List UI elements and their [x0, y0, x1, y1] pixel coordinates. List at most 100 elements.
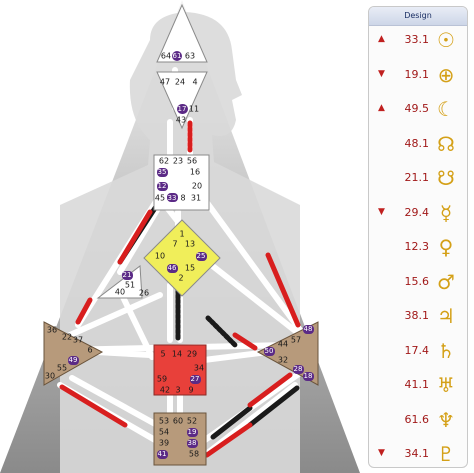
- gate-line-value: 12.3: [404, 240, 430, 253]
- gate-38: 38: [188, 439, 197, 447]
- sacral-center[interactable]: 5 14 29 34 27 59 42 3 9: [153, 344, 207, 396]
- planet-row: ▼29.4☿: [369, 199, 467, 227]
- ego-center[interactable]: 21 51 26 40: [96, 265, 149, 299]
- planet-row: 15.6♂: [369, 268, 467, 296]
- gate-48-badge: [303, 325, 314, 334]
- north-node-icon: ☊: [437, 131, 455, 156]
- gate-line-value: 61.6: [404, 412, 430, 426]
- spleen-center[interactable]: 48 57 44 50 32 28 18: [256, 321, 319, 386]
- gate-26: 26: [139, 289, 149, 298]
- gate-28: 28: [294, 365, 303, 373]
- gate-8: 8: [180, 194, 185, 203]
- gate-61-badge: [172, 51, 182, 61]
- planet-row: ▲49.5☾: [369, 95, 467, 123]
- bodygraph-diagram: 64 61 63 47 24 4 17 11 43 62 23 56 16 35…: [0, 0, 360, 473]
- gate-19: 19: [188, 428, 197, 436]
- gate-60: 60: [173, 417, 183, 426]
- gate-47: 47: [160, 78, 170, 87]
- gate-44: 44: [278, 340, 288, 349]
- gate-12: 12: [158, 182, 167, 190]
- planet-row: ▼19.1⊕: [369, 61, 467, 89]
- gate-6: 6: [87, 346, 92, 355]
- gate-46-badge: [167, 264, 178, 273]
- root-center[interactable]: 53 60 52 54 19 39 38 41 58: [153, 412, 207, 466]
- gate-38-badge: [187, 439, 198, 448]
- head-center[interactable]: 64 61 63: [156, 3, 208, 63]
- gate-33: 33: [168, 194, 177, 202]
- mercury-icon: ☿: [439, 200, 453, 225]
- gate-37: 37: [73, 336, 83, 345]
- gate-25: 25: [197, 252, 206, 260]
- gate-line-value: 41.1: [404, 378, 430, 391]
- uranus-icon: ♅: [437, 373, 455, 397]
- gate-49-badge: [68, 356, 79, 365]
- gate-41-badge: [157, 450, 168, 459]
- earth-icon: ⊕: [437, 62, 455, 87]
- jupiter-icon: ♃: [437, 304, 455, 328]
- gate-25-badge: [196, 252, 207, 261]
- gate-2: 2: [178, 274, 183, 283]
- gate-33-badge: [167, 193, 178, 202]
- gate-11: 11: [189, 105, 199, 114]
- gate-46: 46: [168, 264, 177, 272]
- gate-34: 34: [194, 364, 204, 373]
- gate-line-value: 19.1: [404, 67, 430, 81]
- gate-12-badge: [157, 182, 168, 191]
- retro-arrow: ▼: [378, 448, 385, 458]
- gate-20: 20: [192, 182, 202, 191]
- gate-30: 30: [45, 372, 55, 381]
- venus-icon: ♀: [438, 235, 454, 259]
- gate-53: 53: [159, 417, 169, 426]
- sun-icon: ☉: [437, 28, 455, 52]
- planet-row: 61.6♆: [369, 406, 467, 434]
- gate-29: 29: [187, 350, 197, 359]
- gate-59: 59: [157, 375, 167, 384]
- gate-23: 23: [173, 157, 183, 166]
- gate-24: 24: [175, 78, 185, 87]
- planet-row: ▲33.1☉: [369, 26, 467, 54]
- gate-64: 64: [161, 52, 171, 61]
- retro-arrow: ▲: [378, 103, 385, 113]
- gate-5: 5: [160, 350, 165, 359]
- gate-49: 49: [69, 356, 78, 364]
- planet-row: ▼34.1♇: [369, 440, 467, 467]
- gate-51: 51: [125, 281, 135, 290]
- throat-center[interactable]: 62 23 56 16 35 20 12 31 8 33 45: [153, 154, 210, 211]
- design-panel: Design ▲33.1☉▼19.1⊕▲49.5☾48.1☊21.1☋▼29.4…: [368, 6, 468, 468]
- gate-41: 41: [158, 450, 167, 458]
- gate-40: 40: [115, 288, 125, 297]
- gate-57: 57: [291, 336, 301, 345]
- gate-4: 4: [192, 78, 197, 87]
- gate-36: 36: [47, 326, 57, 335]
- gate-54: 54: [159, 428, 169, 437]
- planet-row: 12.3 ♀: [369, 233, 467, 261]
- gate-63: 63: [185, 52, 195, 61]
- gate-10: 10: [155, 252, 165, 261]
- gate-19-badge: [187, 428, 198, 437]
- gate-line-value: 21.1: [404, 171, 430, 184]
- gate-27: 27: [191, 375, 200, 383]
- gate-55: 55: [57, 364, 67, 373]
- south-node-icon: ☋: [437, 166, 455, 190]
- gate-56: 56: [187, 157, 197, 166]
- gate-45: 45: [155, 194, 165, 203]
- gate-32: 32: [278, 356, 288, 365]
- gate-27-badge: [190, 375, 201, 384]
- gate-14: 14: [172, 350, 182, 359]
- gate-42: 42: [160, 386, 170, 395]
- gate-48: 48: [304, 325, 313, 333]
- gate-line-value: 48.1: [404, 136, 430, 150]
- planet-row: 17.4♄: [369, 337, 467, 365]
- gate-line-value: 33.1: [404, 33, 430, 46]
- solar-plexus-center[interactable]: 36 22 37 6 49 55 30: [43, 321, 104, 386]
- gate-16: 16: [190, 168, 200, 177]
- mars-icon: ♂: [437, 269, 455, 294]
- gate-18-badge: [303, 372, 314, 381]
- gate-line-value: 17.4: [404, 343, 430, 357]
- g-center[interactable]: 1 7 13 10 25 15 46 2: [143, 219, 221, 297]
- gate-3: 3: [175, 386, 180, 395]
- retro-arrow: ▼: [378, 206, 385, 217]
- ajna-center[interactable]: 47 24 4 17 11 43: [156, 71, 208, 130]
- gate-line-value: 49.5: [404, 102, 430, 115]
